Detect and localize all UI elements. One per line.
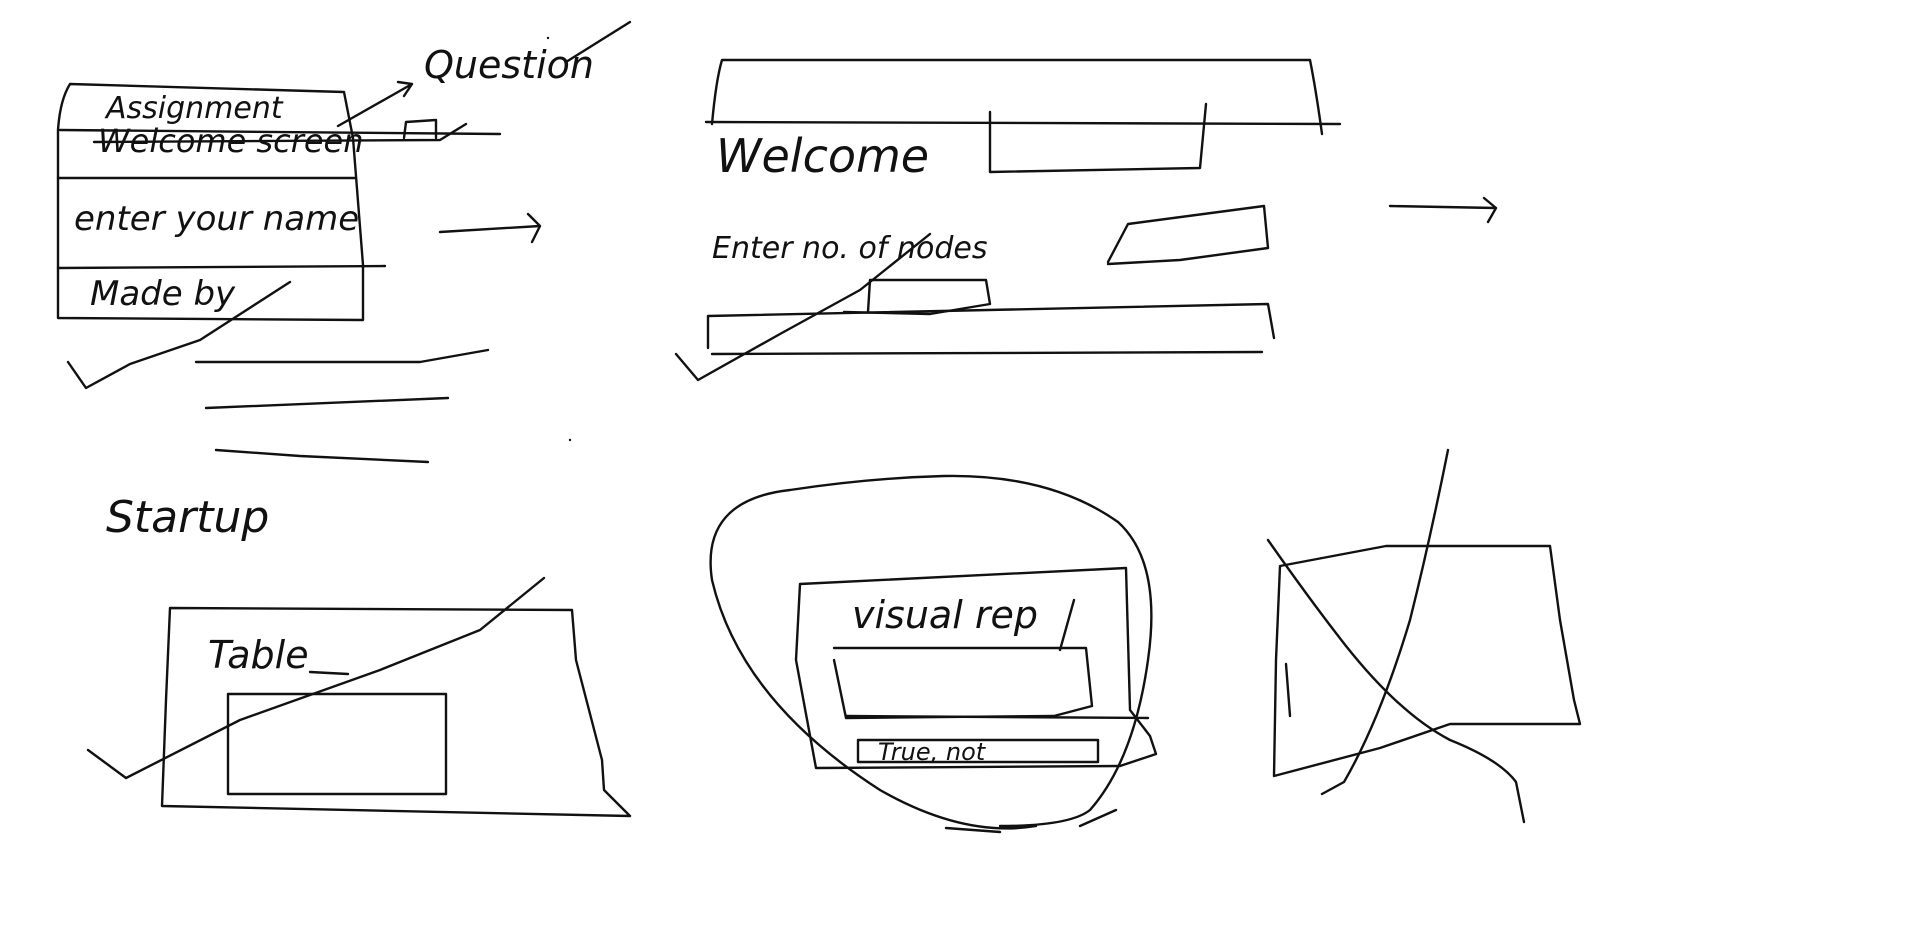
startup-caption: Startup (106, 492, 269, 543)
table-title-underline (308, 670, 350, 676)
table-title: Table (208, 633, 309, 677)
welcome-heading: Welcome (716, 129, 929, 183)
welcome-header-line (704, 120, 1342, 126)
visual-rep-display-underline (844, 714, 1150, 720)
table-placeholder-box (226, 692, 448, 796)
stray-dot-1 (546, 36, 550, 40)
visual-rep-display-box (832, 646, 1094, 720)
startup-header-line (58, 128, 502, 136)
table-sketch: Table (86, 576, 632, 818)
nodes-small-box (842, 278, 992, 316)
visual-rep-window-frame (794, 566, 1158, 770)
visual-rep-sketch: visual rep True, not (709, 474, 1158, 834)
visual-rep-bottom-stroke (944, 808, 1118, 834)
question-arrow (336, 80, 414, 128)
rejected-left-tick (1284, 662, 1292, 718)
to-result-arrow (1388, 196, 1498, 224)
table-check-mark (86, 576, 546, 780)
rejected-window-frame (1272, 544, 1582, 778)
welcome-top-bar (710, 58, 1324, 136)
welcome-sketch: Welcome Enter no. of nodes (674, 58, 1498, 382)
visual-rep-title: visual rep (852, 593, 1038, 637)
true-not-button-label: True, not (878, 738, 987, 766)
table-window-frame (160, 606, 632, 818)
startup-text-line-3 (214, 448, 430, 464)
startup-check-mark (66, 280, 292, 390)
nodes-bottom-line (710, 350, 1264, 356)
startup-text-line-1 (194, 348, 490, 364)
visual-rep-circle (709, 474, 1153, 830)
true-not-button[interactable] (856, 738, 1100, 764)
startup-divider-2 (56, 264, 387, 270)
nodes-wide-bar (706, 302, 1276, 350)
startup-text-line-2 (204, 396, 450, 410)
rejected-cross-stroke-2 (1320, 448, 1450, 796)
startup-name-prompt: enter your name (74, 199, 359, 239)
rejected-cross-stroke-1 (1266, 538, 1526, 824)
nodes-input-box (1106, 204, 1270, 266)
visual-rep-title-stroke (1058, 598, 1076, 652)
next-screen-arrow-1 (438, 212, 542, 244)
startup-welcome-strike (92, 122, 468, 144)
startup-sketch: Assignment Welcome screen enter your nam… (56, 20, 632, 543)
stray-dot-2 (568, 438, 572, 442)
question-annotation: Question (424, 43, 594, 87)
startup-welcome-box (402, 118, 438, 140)
welcome-check-mark (674, 232, 932, 382)
startup-footer-text: Made by (90, 274, 236, 314)
rejected-sketch (1266, 448, 1582, 824)
question-underline (564, 20, 632, 64)
nodes-prompt: Enter no. of nodes (712, 231, 987, 266)
startup-window-frame (56, 82, 365, 322)
welcome-input-box (988, 102, 1208, 174)
startup-title: Assignment (104, 91, 284, 126)
